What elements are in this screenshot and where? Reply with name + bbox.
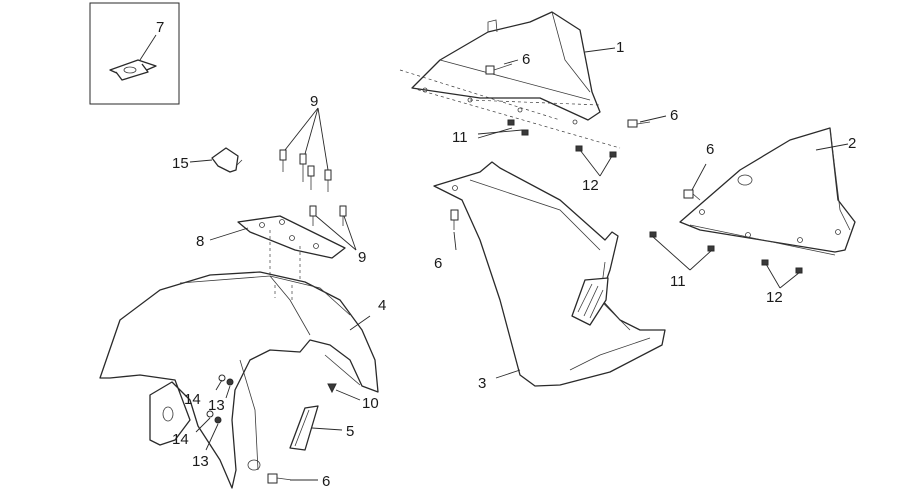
clip-part-15 <box>211 147 243 173</box>
bolt-icon <box>485 63 513 75</box>
bolt-icon <box>309 205 317 226</box>
callout-6-right: 6 <box>670 107 678 124</box>
screw-icon <box>575 145 583 152</box>
callout-13-upper: 13 <box>208 397 225 414</box>
callout-8: 8 <box>196 233 204 250</box>
fairing-panel-part-2 <box>679 127 856 256</box>
bolt-icon <box>267 473 293 484</box>
callout-7: 7 <box>156 19 164 36</box>
callout-9-upper: 9 <box>310 93 318 110</box>
callout-6-panel1: 6 <box>522 51 530 68</box>
nut-icon <box>226 378 234 386</box>
callout-3: 3 <box>478 375 486 392</box>
screw-icon <box>521 129 529 136</box>
screw-icon <box>609 151 617 158</box>
bolt-icon <box>683 189 701 201</box>
screw-icon <box>327 383 337 394</box>
bolt-icon <box>339 205 347 226</box>
callout-6-bottom: 6 <box>322 473 330 490</box>
screw-icon <box>707 245 715 252</box>
bolt-icon <box>324 169 332 192</box>
inset-box-part-7 <box>89 2 180 105</box>
screw-icon <box>761 259 769 266</box>
callout-12-panel1: 12 <box>582 177 599 194</box>
callout-11-panel2: 11 <box>670 273 686 290</box>
callout-labels: 1 2 3 4 5 6 6 6 6 6 7 8 9 9 10 11 11 12 … <box>156 19 856 490</box>
nut-icon <box>214 416 222 424</box>
callout-14-upper: 14 <box>184 391 201 408</box>
screw-icon <box>507 119 515 126</box>
callout-6-panel2: 6 <box>706 141 714 158</box>
fairing-panel-part-1 <box>399 11 621 149</box>
screw-icon <box>649 231 657 238</box>
bolt-icon <box>299 153 307 182</box>
bolts <box>206 63 803 484</box>
callout-9-lower: 9 <box>358 249 366 266</box>
callout-14-lower: 14 <box>172 431 189 448</box>
callout-1: 1 <box>616 39 624 56</box>
callout-2: 2 <box>848 135 856 152</box>
washer-icon <box>206 410 214 418</box>
callout-5: 5 <box>346 423 354 440</box>
callout-12-panel2: 12 <box>766 289 783 306</box>
callout-6-fairing3: 6 <box>434 255 442 272</box>
leader-lines <box>189 47 849 481</box>
washer-icon <box>218 374 226 382</box>
bolt-icon <box>307 165 315 190</box>
callout-4: 4 <box>378 297 386 314</box>
callout-13-lower: 13 <box>192 453 209 470</box>
callout-15: 15 <box>172 155 189 172</box>
callout-11-panel1: 11 <box>452 129 468 146</box>
fairing-part-3 <box>433 161 666 387</box>
reflector-part-5 <box>289 405 319 451</box>
bolt-icon <box>627 119 651 128</box>
callout-10: 10 <box>362 395 379 412</box>
front-mudguard-part-4 <box>99 271 379 489</box>
bolt-icon <box>279 149 287 172</box>
bolt-icon <box>450 209 459 230</box>
bracket-part-8 <box>237 215 346 280</box>
